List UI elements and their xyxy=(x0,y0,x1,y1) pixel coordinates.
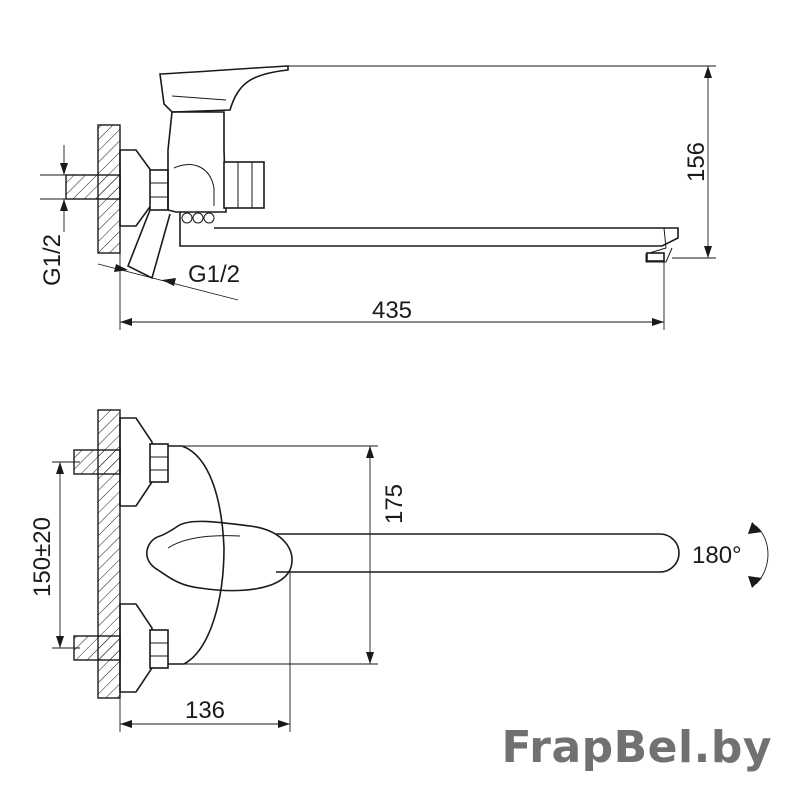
dim-435-label: 435 xyxy=(372,297,412,324)
side-lever-handle xyxy=(159,65,289,113)
top-lever-handle xyxy=(146,520,293,592)
side-body xyxy=(167,111,227,213)
top-inlet-pipe-upper xyxy=(73,449,121,475)
side-escutcheon xyxy=(119,149,153,227)
side-spout xyxy=(179,212,679,247)
side-aerator xyxy=(646,252,665,262)
top-escutcheon-upper xyxy=(119,417,153,507)
top-nut-upper xyxy=(149,443,169,483)
side-inlet-pipe xyxy=(65,174,121,200)
dim-150-label: 150±20 xyxy=(29,517,56,597)
top-inlet-pipe-lower xyxy=(73,635,121,661)
side-view: 156 G1/2 G1/2 435 xyxy=(39,65,716,330)
dim-156-label: 156 xyxy=(683,142,710,182)
dim-136-label: 136 xyxy=(185,697,225,724)
top-nut-lower xyxy=(149,629,169,669)
side-eccentric-nut xyxy=(149,169,169,211)
top-spout xyxy=(276,533,680,573)
rotation-label: 180° xyxy=(692,542,742,569)
side-body-nut xyxy=(223,161,265,209)
top-view: 175 150±20 180° 136 xyxy=(29,409,769,732)
rotation-arrow xyxy=(755,525,769,585)
dim-g12-body-label: G1/2 xyxy=(188,261,240,288)
top-wall xyxy=(97,409,121,699)
top-body xyxy=(168,445,225,665)
side-eccentric-leg xyxy=(126,209,171,280)
dim-g12-left-label: G1/2 xyxy=(39,234,66,286)
dim-175-label: 175 xyxy=(381,484,408,524)
watermark-logo: FrapBel.by xyxy=(501,722,772,773)
top-escutcheon-lower xyxy=(119,603,153,693)
